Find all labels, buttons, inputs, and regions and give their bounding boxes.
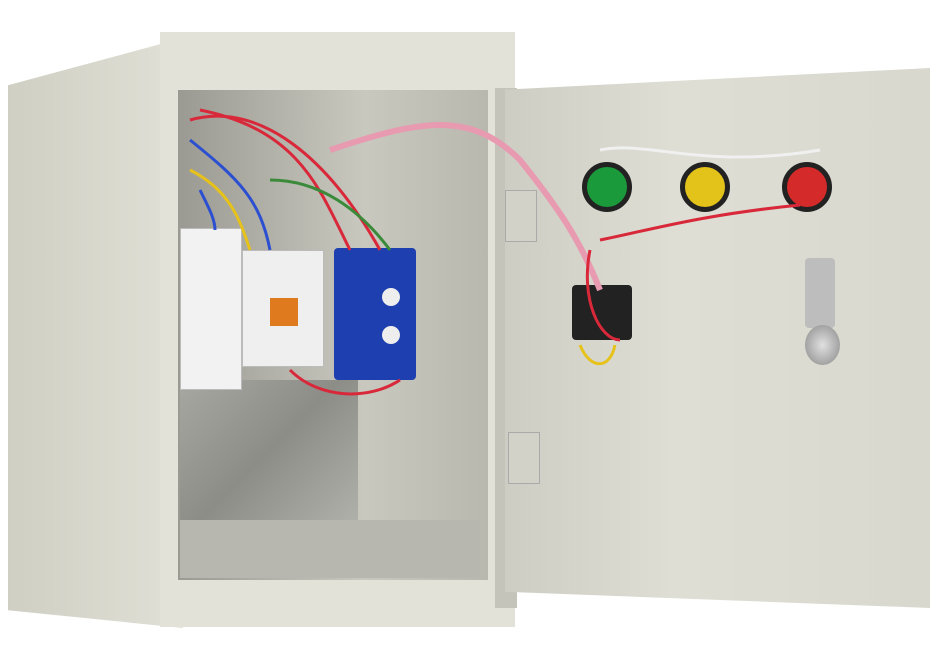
circuit-breaker bbox=[180, 228, 242, 390]
green-indicator-lamp bbox=[582, 162, 632, 212]
lock-latch bbox=[805, 258, 835, 328]
wire bbox=[269, 178, 392, 251]
relay-knob bbox=[382, 288, 400, 306]
phase-failure-relay bbox=[334, 248, 416, 380]
relay-knob bbox=[382, 326, 400, 344]
contactor-indicator bbox=[270, 298, 298, 326]
hinge bbox=[508, 432, 540, 484]
wire bbox=[189, 114, 382, 251]
door-lock bbox=[805, 325, 840, 365]
wire bbox=[189, 168, 252, 251]
enclosure-bottom bbox=[180, 520, 480, 578]
enclosure-side bbox=[8, 38, 183, 628]
wire-bundle bbox=[329, 122, 603, 292]
wire bbox=[599, 146, 821, 159]
wire bbox=[189, 138, 272, 251]
mounting-plate bbox=[180, 380, 358, 520]
wire bbox=[578, 344, 617, 366]
wire bbox=[288, 368, 401, 396]
wire bbox=[599, 203, 801, 242]
wire bbox=[585, 249, 621, 342]
wire bbox=[198, 189, 217, 231]
yellow-indicator-lamp bbox=[680, 162, 730, 212]
hinge bbox=[505, 190, 537, 242]
red-indicator-lamp bbox=[782, 162, 832, 212]
wire bbox=[199, 108, 352, 251]
